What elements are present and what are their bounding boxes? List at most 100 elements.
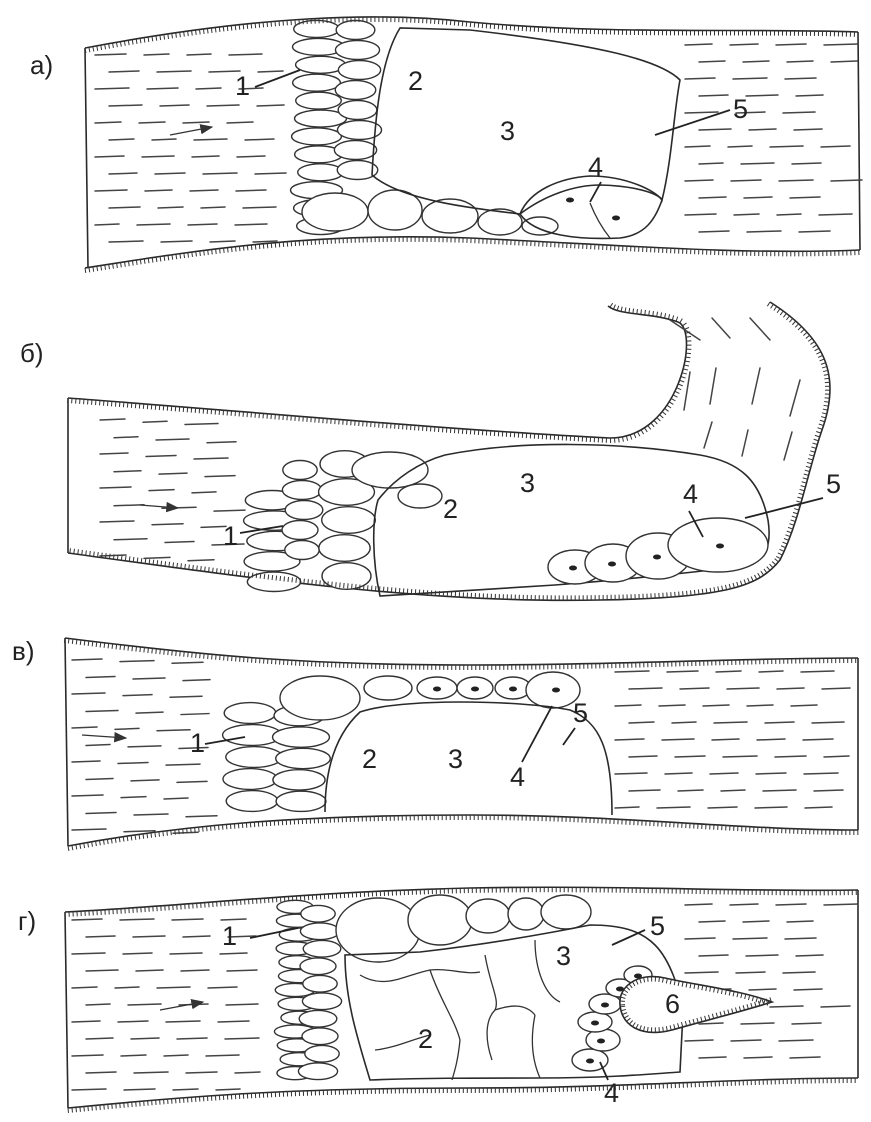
hatch-tick: [128, 40, 129, 45]
hatch-tick: [120, 42, 121, 47]
flow-line: [128, 746, 161, 747]
hatch-tick: [638, 432, 640, 436]
hatch-tick: [113, 43, 114, 48]
label-1: 1: [222, 921, 237, 951]
flow-line: [779, 1040, 813, 1041]
hatch-tick: [813, 345, 817, 348]
flow-line: [743, 61, 769, 62]
hatch-tick: [776, 556, 780, 558]
hatch-tick: [227, 26, 228, 31]
flow-line: [114, 505, 144, 506]
flow-line: [787, 921, 813, 922]
flow-line: [86, 936, 115, 937]
flow-line: [72, 1021, 100, 1022]
flow-line: [123, 953, 152, 954]
flow-line: [187, 54, 211, 55]
flow-line: [741, 163, 774, 164]
flow-line: [743, 921, 769, 922]
flow-line: [72, 953, 105, 954]
flow-line: [814, 790, 843, 791]
hatch-tick: [292, 577, 293, 582]
hatch-tick: [641, 430, 644, 434]
flow-line: [699, 1057, 726, 1058]
lobe-divider: [590, 203, 610, 238]
hatch-tick: [171, 830, 172, 835]
panel-label: а): [30, 50, 53, 80]
hatch-tick: [184, 253, 185, 258]
hatch-tick: [659, 977, 660, 982]
leader-4: [522, 706, 552, 762]
flow-line: [86, 1004, 110, 1005]
flow-line: [759, 671, 783, 672]
hatch-tick: [264, 574, 265, 579]
flow-line: [756, 773, 786, 774]
flow-line: [255, 173, 286, 174]
flow-line: [95, 122, 121, 123]
pebble: [302, 993, 341, 1010]
flow-line: [109, 71, 139, 72]
flow-line: [227, 970, 257, 971]
hatch-tick: [820, 359, 825, 361]
flow-line: [109, 105, 142, 106]
hatch-tick: [775, 559, 779, 562]
hatch-tick: [466, 22, 467, 27]
flow-line: [226, 1004, 258, 1005]
flow-line: [714, 722, 747, 723]
flow-line: [95, 88, 129, 89]
hatch-tick: [74, 549, 75, 554]
hatch-tick: [160, 649, 161, 654]
hatch-tick: [751, 577, 753, 582]
flow-line: [629, 790, 660, 791]
label-5: 5: [650, 911, 665, 941]
pebble: [292, 128, 342, 145]
hatch-tick: [676, 317, 678, 322]
flow-line: [770, 146, 803, 147]
flow-line: [237, 156, 265, 157]
hatch-tick: [824, 402, 829, 403]
hatch-tick: [117, 555, 118, 560]
hatch-tick: [822, 413, 827, 414]
hatch-tick: [660, 415, 664, 418]
lobe-dot: [612, 216, 620, 221]
flow-line: [804, 773, 838, 774]
pebble-column-mid: [282, 461, 323, 560]
hatch-tick: [808, 459, 813, 460]
hatch-tick: [235, 247, 236, 252]
hatch-tick: [811, 342, 815, 345]
hatch-tick: [657, 418, 661, 421]
hatch-tick: [236, 571, 237, 576]
flow-line: [136, 970, 163, 971]
hatch-tick: [648, 425, 651, 429]
flow-line: [678, 790, 703, 791]
flow-line: [831, 180, 862, 181]
flow-line: [824, 904, 858, 905]
hatch-tick: [137, 558, 138, 563]
flow-line: [172, 662, 203, 663]
hatch-tick: [180, 254, 181, 259]
hatch-tick: [89, 267, 90, 272]
hatch-tick: [694, 590, 695, 595]
hatch-tick: [815, 348, 819, 351]
hatch-tick: [819, 424, 824, 426]
flow-line: [821, 146, 850, 147]
flow-line: [615, 671, 649, 672]
hatch-tick: [76, 639, 77, 644]
flow-line: [699, 61, 725, 62]
flow-line: [787, 61, 813, 62]
flow-line: [186, 1072, 217, 1073]
pebble: [223, 769, 277, 790]
hatch-tick: [195, 827, 196, 832]
flow-line: [785, 78, 816, 79]
hatch-tick: [84, 640, 85, 645]
flow-line: [152, 139, 176, 140]
flow-line: [194, 458, 228, 459]
hatch-tick: [169, 562, 170, 567]
hatch-tick: [801, 486, 806, 487]
hatch-tick: [824, 378, 829, 379]
hatch-tick: [80, 844, 81, 849]
flow-line: [716, 671, 741, 672]
hatch-tick: [673, 395, 677, 397]
hatch-tick: [157, 560, 158, 565]
hatch-tick: [792, 516, 797, 518]
